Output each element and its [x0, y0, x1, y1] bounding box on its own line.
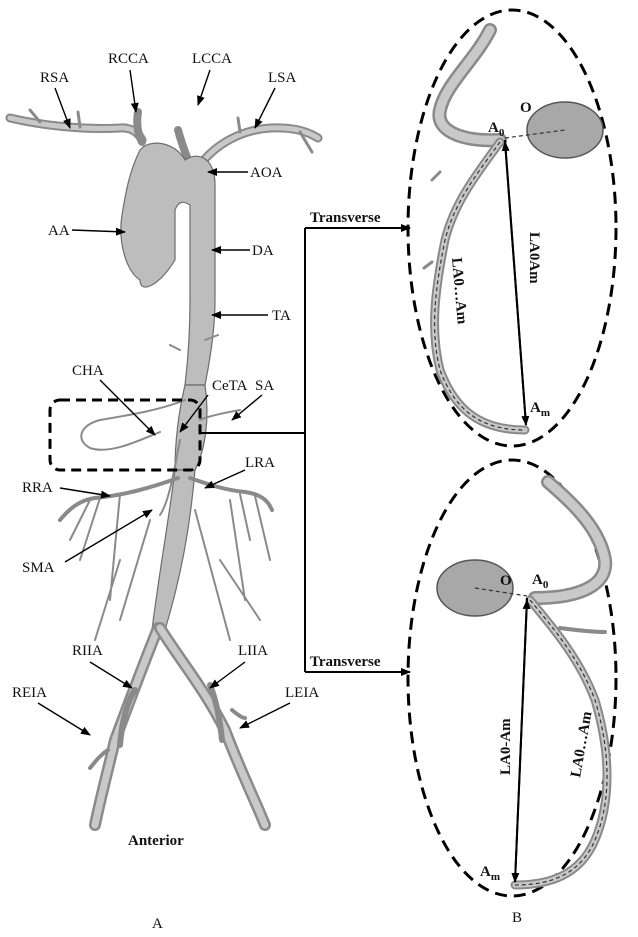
label-leia: LEIA: [285, 685, 319, 701]
straight-length-label: LA0-Am: [498, 718, 514, 775]
point-o: O: [520, 100, 532, 116]
straight-length-label: LA0Am: [526, 232, 542, 284]
label-rra: RRA: [22, 480, 53, 496]
label-sa: SA: [255, 378, 274, 394]
label-lra: LRA: [245, 455, 275, 471]
label-da: DA: [252, 243, 274, 259]
point-o: O: [500, 573, 512, 589]
transverse-label-bottom: Transverse: [310, 654, 381, 670]
panel-b-top: A0 O Am LA0Am LA0…Am: [406, 8, 618, 448]
label-cha: CHA: [72, 363, 104, 379]
celiac-region-box: [48, 398, 202, 472]
caption-b: B: [512, 910, 522, 926]
label-sma: SMA: [22, 560, 55, 576]
label-ta: TA: [272, 308, 291, 324]
label-aa: AA: [48, 223, 70, 239]
point-a0: A0: [532, 572, 549, 591]
curved-length-label: LA0…Am: [448, 257, 470, 325]
point-am: Am: [480, 864, 500, 883]
transverse-label-top: Transverse: [310, 210, 381, 226]
label-rsa: RSA: [40, 70, 69, 86]
label-reia: REIA: [12, 685, 47, 701]
label-ceta: CeTA: [212, 378, 248, 394]
label-lcca: LCCA: [192, 51, 232, 67]
label-riia: RIIA: [72, 643, 103, 659]
transverse-connector: Transverse Transverse: [200, 210, 411, 676]
label-liia: LIIA: [238, 643, 268, 659]
label-aoa: AOA: [250, 165, 283, 181]
caption-a: A: [152, 916, 163, 932]
label-rcca: RCCA: [108, 51, 149, 67]
label-lsa: LSA: [268, 70, 297, 86]
point-am: Am: [530, 400, 550, 419]
curved-length-label: LA0…Am: [568, 710, 595, 779]
panel-b-bottom: O A0 Am LA0-Am LA0…Am B: [406, 458, 618, 926]
point-a0: A0: [488, 120, 505, 139]
orientation-label: Anterior: [128, 833, 184, 849]
panel-a-labels: RSA RCCA LCCA LSA AOA AA DA TA CHA CeTA …: [12, 51, 319, 932]
